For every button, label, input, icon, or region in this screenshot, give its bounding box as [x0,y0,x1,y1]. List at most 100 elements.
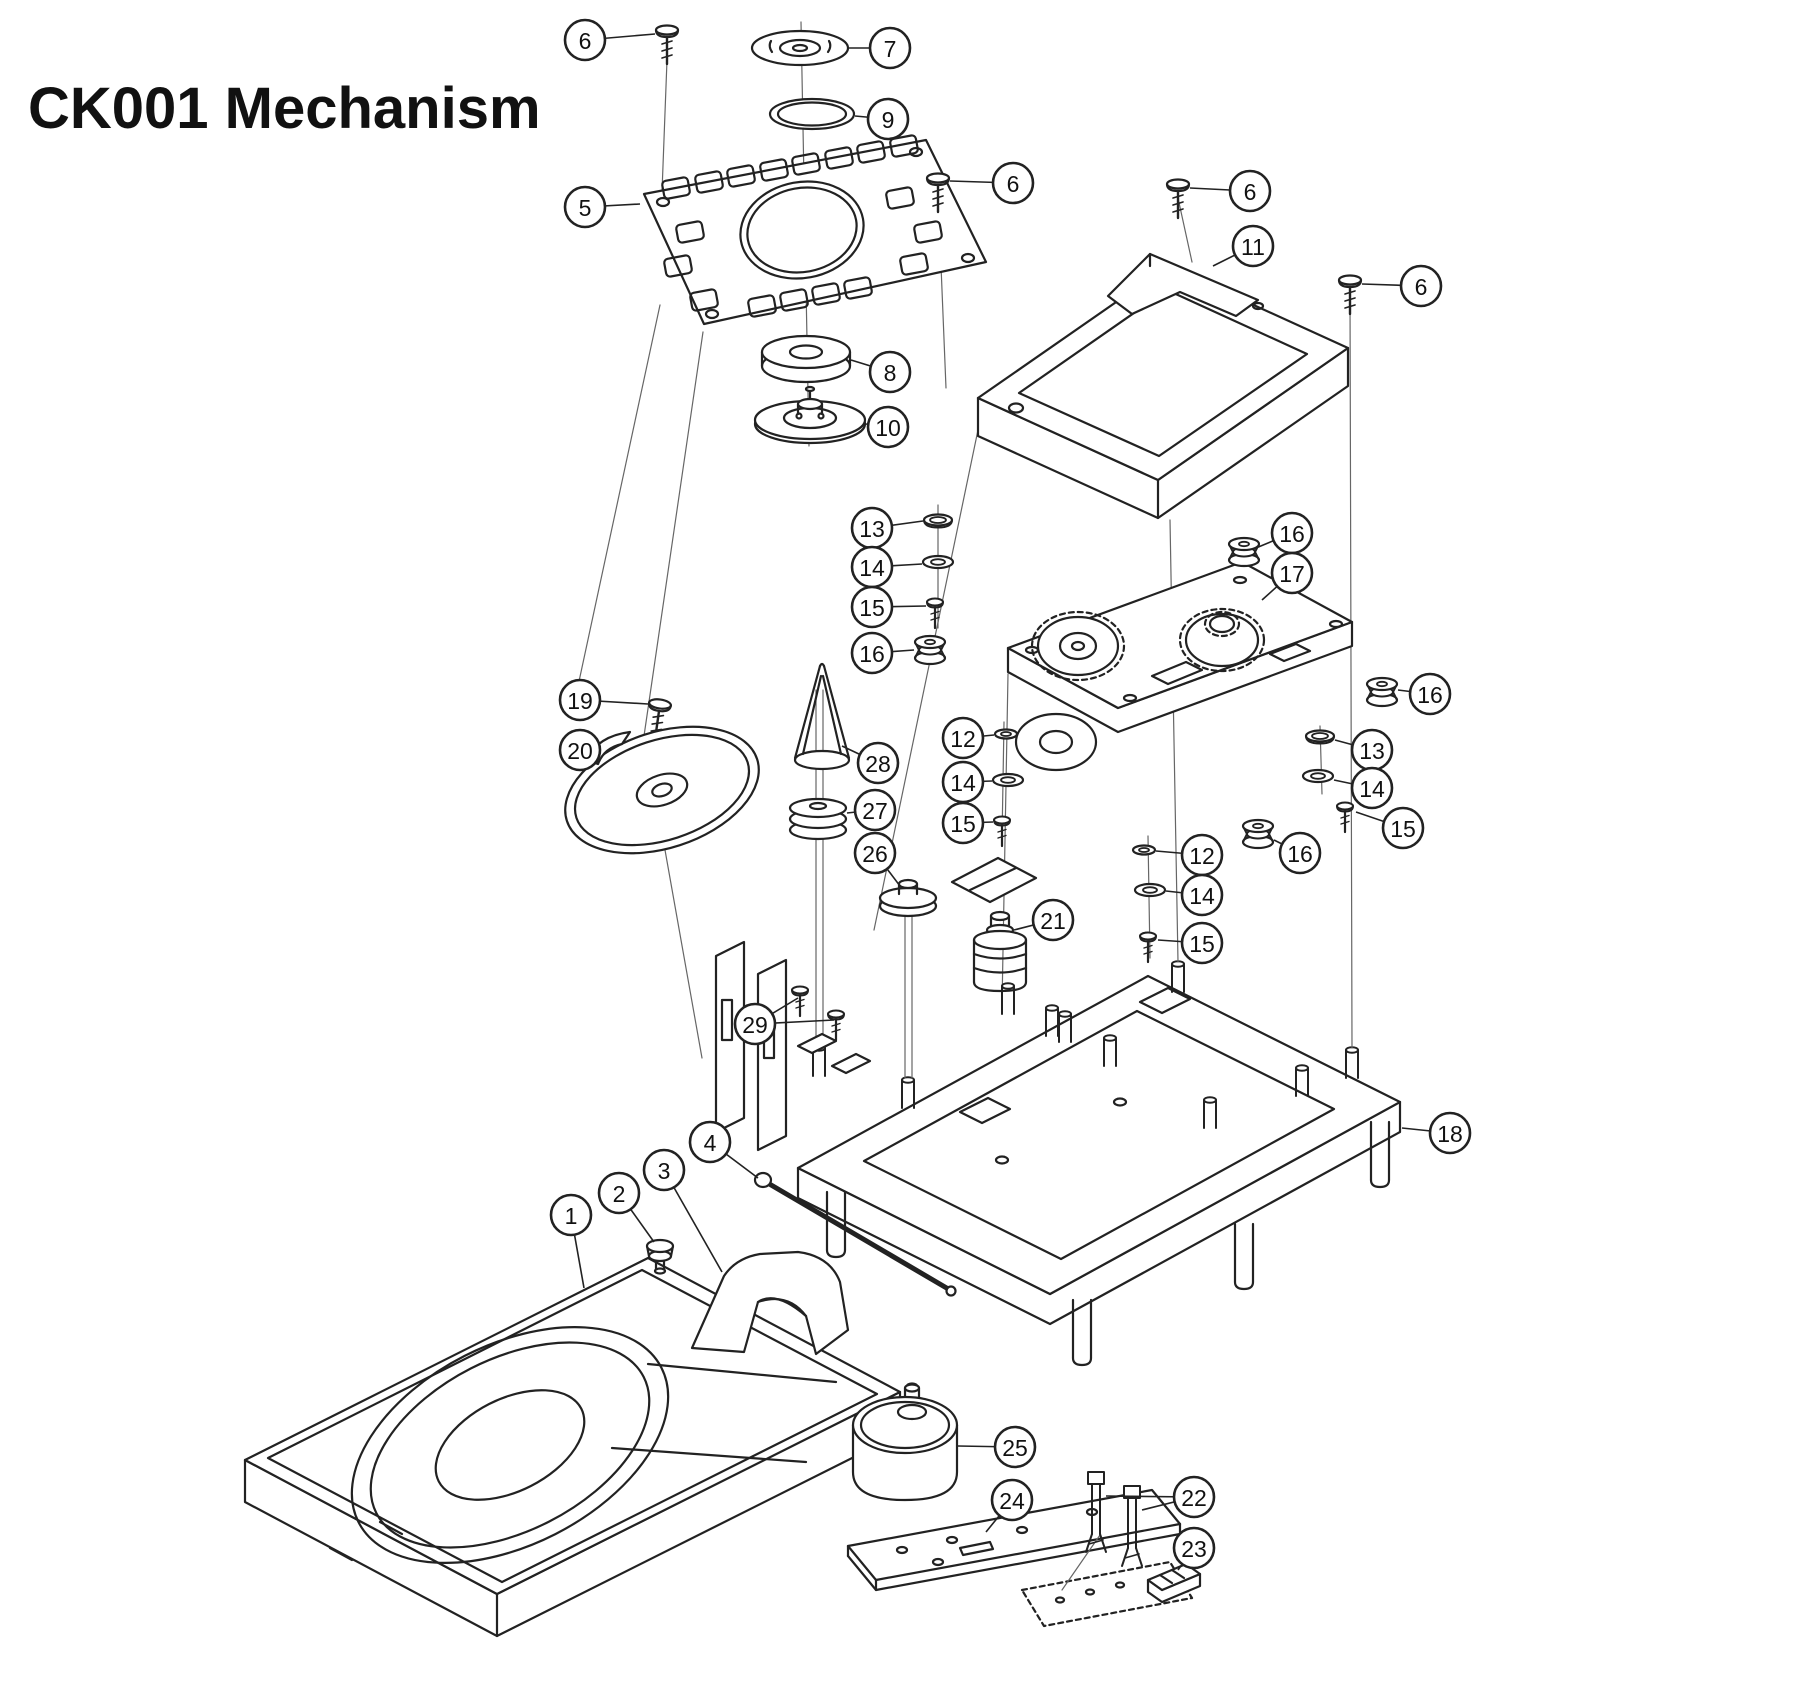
part-3-cover-bracket [690,1250,850,1356]
callout-15: 15 [1355,806,1425,850]
callout-number: 8 [884,360,897,386]
callout-number: 18 [1437,1121,1463,1147]
callout-4: 4 [688,1120,759,1179]
callout-number: 24 [999,1488,1025,1514]
callout-circle [1180,873,1224,917]
part-18-chassis [796,960,1402,1367]
callout-6: 6 [1361,264,1443,308]
callout-number: 22 [1181,1485,1207,1511]
part-20-gear-disc [564,725,760,855]
callout-number: 9 [882,107,895,133]
callout-number: 6 [1415,274,1428,300]
callout-number: 14 [859,555,885,581]
callout-14: 14 [1165,873,1224,917]
callout-6: 6 [563,18,656,62]
callout-circle [993,1425,1037,1469]
diagram-artwork [243,21,1402,1638]
callout-circle [866,405,910,449]
part-17-pickup-assembly [1006,560,1354,772]
callout-number: 13 [1359,738,1385,764]
callout-13: 13 [850,506,924,550]
part-11-top-frame [976,252,1350,520]
callout-14: 14 [1333,766,1394,810]
callout-14: 14 [941,760,993,804]
part-26-pulley [878,878,938,918]
callout-number: 14 [950,770,976,796]
callout-circle [1350,766,1394,810]
part-24-pcb [846,1488,1194,1628]
callout-19: 19 [558,678,649,722]
callout-number: 23 [1181,1536,1207,1562]
shaft-axis-lines [815,293,1353,1079]
callout-number: 16 [1279,521,1305,547]
callout-circle [558,728,602,772]
callout-circle [941,801,985,845]
callout-number: 21 [1040,908,1066,934]
callout-circle [597,1171,641,1215]
callout-number: 3 [658,1158,671,1184]
callout-circle [1408,672,1452,716]
callout-number: 26 [862,841,888,867]
callout-number: 6 [579,28,592,54]
part-9-clamp-ring [768,97,856,131]
callout-circle [991,161,1035,205]
callout-16: 16 [1397,672,1452,716]
callout-5: 5 [563,185,641,229]
callout-circle [563,185,607,229]
callout-6: 6 [949,161,1035,205]
callout-number: 12 [1189,843,1215,869]
callout-number: 15 [859,595,885,621]
callout-circle [850,631,894,675]
part-25-spindle-motor [851,1382,959,1502]
callout-15: 15 [850,585,927,629]
callout-circle [1172,1475,1216,1519]
part-2-stopper-button [645,1238,675,1275]
callout-number: 4 [704,1130,717,1156]
callout-number: 20 [567,738,593,764]
callout-12: 12 [941,716,995,760]
callout-12: 12 [1155,833,1224,877]
part-29-screws [790,985,846,1042]
part-8-damper-ring [760,334,852,384]
callout-23: 23 [1172,1526,1216,1571]
callout-circle [868,26,912,70]
callout-circle [941,716,985,760]
diagram-title: CK001 Mechanism [28,76,541,141]
callout-circle [1399,264,1443,308]
part-5-grille-plate [642,134,988,326]
callout-29: 29 [733,997,835,1046]
callout-number: 14 [1359,776,1385,802]
callout-circle [1428,1111,1472,1155]
part-4-guide-rod [753,1171,957,1297]
callout-circle [558,678,602,722]
callout-15: 15 [941,801,994,845]
callout-22: 22 [1105,1475,1216,1519]
callout-16: 16 [1255,511,1314,555]
callout-17: 17 [1261,551,1314,601]
callout-circle [733,1002,777,1046]
callout-10: 10 [865,405,910,449]
callout-number: 27 [862,798,888,824]
callout-circle [549,1193,593,1237]
callout-number: 5 [579,195,592,221]
callout-number: 7 [884,36,897,62]
callout-27: 27 [846,788,897,832]
callout-number: 29 [742,1012,768,1038]
callout-14: 14 [850,545,923,589]
callout-circle [990,1478,1034,1522]
callout-number: 17 [1279,561,1305,587]
callout-circle [1172,1526,1216,1570]
part-21-loading-motor [972,910,1028,993]
callout-16: 16 [850,631,915,675]
part-10-turntable [753,385,867,445]
callout-3: 3 [642,1148,723,1273]
callout-number: 16 [1417,682,1443,708]
callout-number: 15 [950,811,976,837]
callout-11: 11 [1212,224,1275,268]
callout-circle [1278,831,1322,875]
callout-circle [1381,806,1425,850]
callout-circle [850,585,894,629]
